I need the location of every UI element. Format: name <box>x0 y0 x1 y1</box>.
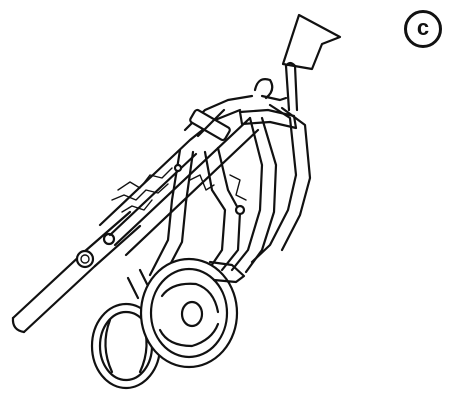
step-label: c <box>417 17 429 39</box>
up-arrow-icon <box>283 15 340 69</box>
step-label-badge: c <box>404 10 442 48</box>
rear-wheel <box>141 259 244 367</box>
